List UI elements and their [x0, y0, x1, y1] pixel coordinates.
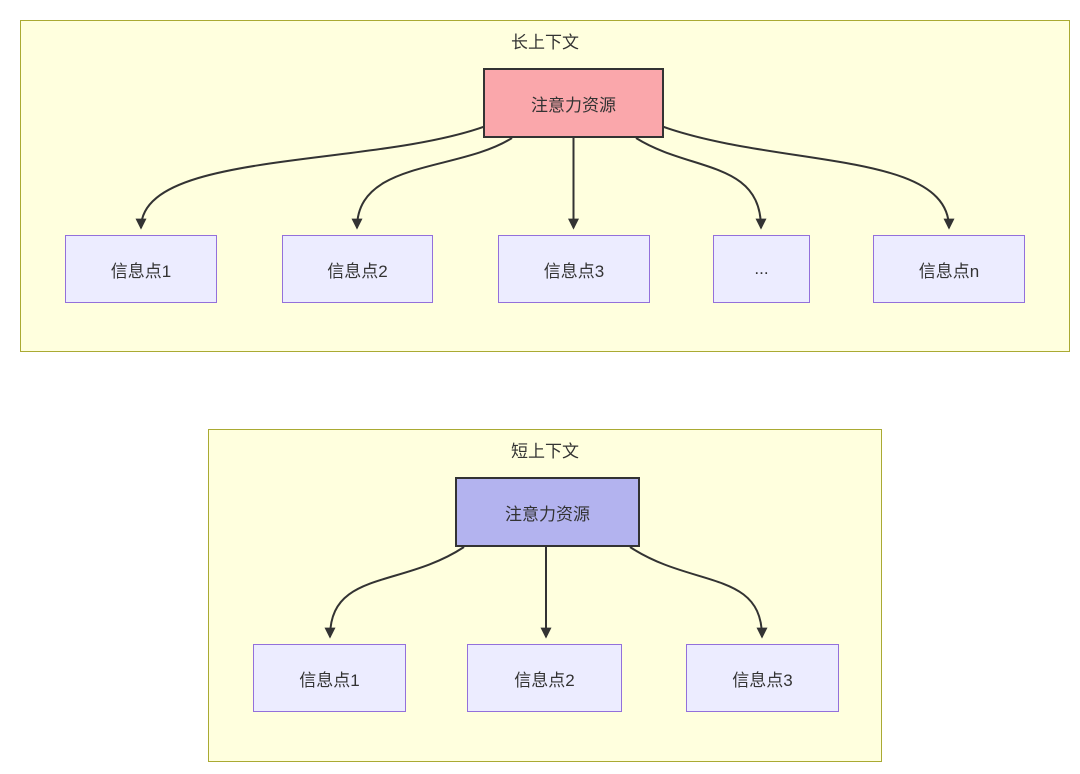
edge-long-attention-to-infon — [660, 125, 955, 230]
node-short-attention: 注意力资源 — [455, 477, 640, 547]
edge-long-attention-to-info1 — [135, 125, 487, 230]
subgraph-short-context-title: 短上下文 — [511, 442, 579, 461]
node-short-info3: 信息点3 — [686, 644, 839, 712]
node-long-ellipsis: ... — [713, 235, 810, 303]
node-long-info1-label: 信息点1 — [110, 261, 172, 281]
node-long-infon: 信息点n — [873, 235, 1025, 303]
node-long-attention-label: 注意力资源 — [531, 95, 616, 115]
edge-long-attention-to-info2 — [351, 137, 513, 230]
edge-short-attention-to-info3 — [629, 546, 768, 639]
node-short-info2: 信息点2 — [467, 644, 622, 712]
node-short-attention-label: 注意力资源 — [505, 504, 590, 524]
node-long-ellipsis-label: ... — [754, 259, 769, 278]
edge-short-attention-to-info1 — [324, 546, 465, 639]
node-long-attention: 注意力资源 — [483, 68, 664, 138]
node-short-info2-label: 信息点2 — [514, 670, 575, 690]
node-long-info3: 信息点3 — [498, 235, 650, 303]
node-long-info1: 信息点1 — [65, 235, 217, 303]
node-short-info3-label: 信息点3 — [732, 670, 793, 690]
node-long-infon-label: 信息点n — [918, 261, 980, 281]
node-long-info2-label: 信息点2 — [327, 261, 388, 281]
node-long-info3-label: 信息点3 — [543, 261, 605, 281]
node-short-info1-label: 信息点1 — [299, 670, 360, 690]
edge-long-attention-to-dots — [635, 137, 767, 230]
node-long-info2: 信息点2 — [282, 235, 433, 303]
node-short-info1: 信息点1 — [253, 644, 406, 712]
subgraph-long-context-title: 长上下文 — [511, 33, 579, 52]
